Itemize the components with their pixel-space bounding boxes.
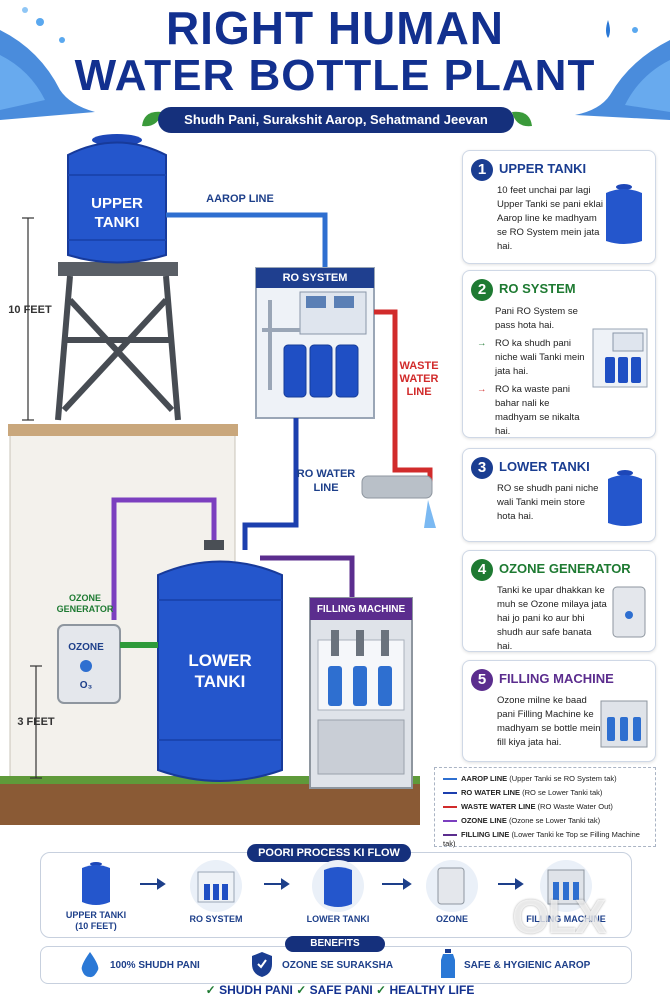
card-body: Tanki ke upar dhakkan ke muh se Ozone mi… — [497, 585, 607, 652]
ozone-generator-label: OZONE GENERATOR — [56, 593, 114, 614]
flow-step-label: OZONE — [435, 914, 468, 924]
legend-item: RO WATER LINE (RO se Lower Tanki tak) — [443, 788, 602, 797]
footer-item: SHUDH PANI — [219, 983, 293, 997]
card-ozone-generator: 4 OZONE GENERATOR Tanki ke upar dhakkan … — [462, 550, 656, 652]
legend-item: FILLING LINE (Lower Tanki ke Top se Fill… — [443, 830, 640, 848]
olx-watermark: OLX — [512, 891, 607, 944]
card-title: LOWER TANKI — [499, 459, 590, 474]
filling-machine-label: FILLING MACHINE — [316, 604, 406, 615]
lower-tanki-label: LOWER TANKI — [188, 651, 252, 691]
footer-check-icon: ✓ — [205, 983, 220, 997]
legend-item: OZONE LINE (Ozone se Lower Tanki tak) — [443, 816, 600, 825]
ro-water-line-label: RO WATER LINE — [296, 468, 356, 494]
pipe-legend: AAROP LINE (Upper Tanki se RO System tak… — [434, 767, 656, 848]
card-filling-machine: 5 FILLING MACHINE Ozone milne ke baad pa… — [462, 660, 656, 762]
flow-lower-tank-icon — [312, 860, 364, 912]
flow-step-label: FILLING MACHINE — [526, 914, 606, 924]
card-title: OZONE GENERATOR — [499, 561, 631, 576]
upper-tanki-label: UPPER TANKI — [91, 195, 143, 231]
card-lower-tanki: 3 LOWER TANKI RO se shudh pani niche wal… — [462, 448, 656, 542]
page-title-line2: WATER BOTTLE PLANT — [74, 51, 596, 100]
card-title: UPPER TANKI — [499, 161, 587, 176]
page-title-line1: RIGHT HUMAN — [165, 2, 505, 54]
flow-step-label: RO SYSTEM — [189, 914, 243, 924]
footer-check-icon: ✓ — [296, 983, 310, 997]
card-body-row: → RO ka waste pani bahar nali ke madhyam … — [477, 383, 593, 439]
card-body-row: → RO ka shudh pani niche wali Tanki mein … — [477, 337, 593, 379]
flow-ozone-icon — [426, 860, 478, 912]
flow-tank-icon — [82, 862, 110, 905]
water-splash-left-icon — [0, 7, 95, 120]
ro-system-label: RO SYSTEM — [282, 272, 348, 284]
benefits-title: BENEFITS — [285, 936, 385, 952]
filling-machine-icon — [600, 700, 648, 748]
card-body: Ozone milne ke baad pani Filling Machine… — [497, 695, 601, 748]
footer-item: HEALTHY LIFE — [389, 983, 475, 997]
card-body: 10 feet unchai par lagi Upper Tanki se p… — [497, 185, 603, 252]
subtitle-banner: Shudh Pani, Surakshit Aarop, Sehatmand J… — [158, 107, 514, 133]
card-number: 2 — [471, 279, 493, 301]
water-splash-right-icon — [575, 20, 670, 120]
flow-icons — [82, 860, 592, 912]
footer-check-icon: ✓ — [376, 983, 390, 997]
card-body: Pani RO System se pass hota hai. → RO ka … — [477, 305, 593, 439]
shield-icon — [252, 952, 272, 977]
benefit-label: 100% SHUDH PANI — [110, 960, 200, 971]
benefit-label: OZONE SE SURAKSHA — [282, 960, 394, 971]
card-body: RO se shudh pani niche wali Tanki mein s… — [497, 483, 599, 522]
ozone-unit-icon — [612, 586, 646, 638]
ten-feet-label: 10 FEET — [8, 304, 52, 316]
card-number: 4 — [471, 559, 493, 581]
card-number: 1 — [471, 159, 493, 181]
tank-icon — [606, 184, 642, 244]
card-body-line: Pani RO System se pass hota hai. — [495, 306, 578, 331]
card-ro-system: 2 RO SYSTEM Pani RO System se pass hota … — [462, 270, 656, 438]
card-body-line: RO ka shudh pani niche wali Tanki mein j… — [495, 338, 585, 377]
leaf-left-icon — [142, 111, 162, 127]
ozone-panel-label: OZONE — [68, 642, 104, 653]
flow-ro-icon — [190, 860, 242, 912]
card-upper-tanki: 1 UPPER TANKI 10 feet unchai par lagi Up… — [462, 150, 656, 264]
flow-filling-icon — [540, 860, 592, 912]
leaf-right-icon — [512, 111, 532, 127]
plant-diagram — [0, 134, 436, 825]
arrow-right-icon: → — [477, 384, 487, 395]
card-title: FILLING MACHINE — [499, 671, 614, 686]
card-number: 3 — [471, 457, 493, 479]
footer-item: SAFE PANI — [309, 983, 373, 997]
card-title: RO SYSTEM — [499, 281, 576, 296]
legend-item: WASTE WATER LINE (RO Waste Water Out) — [443, 802, 613, 811]
flow-step-label: LOWER TANKI — [306, 914, 370, 924]
aarop-line-label: AAROP LINE — [206, 193, 274, 205]
bottle-icon — [441, 949, 455, 978]
waste-water-line-label: WASTE WATER LINE — [399, 360, 439, 398]
card-number: 5 — [471, 669, 493, 691]
flow-step-label: UPPER TANKI (10 FEET) — [65, 910, 127, 931]
ozone-o3-label: O₃ — [79, 680, 93, 691]
benefit-label: SAFE & HYGIENIC AAROP — [464, 960, 591, 971]
process-flow-title: POORI PROCESS KI FLOW — [247, 844, 411, 862]
water-drop-icon — [81, 952, 99, 978]
tank-icon — [608, 470, 642, 526]
footer-tagline: ✓ SHUDH PANI ✓ SAFE PANI ✓ HEALTHY LIFE — [170, 983, 510, 997]
legend-item: AAROP LINE (Upper Tanki se RO System tak… — [443, 774, 617, 783]
ro-unit-icon — [592, 328, 648, 388]
arrow-right-icon: → — [477, 338, 487, 349]
card-body-line: RO ka waste pani bahar nali ke madhyam s… — [495, 384, 580, 437]
three-feet-label: 3 FEET — [17, 716, 55, 728]
